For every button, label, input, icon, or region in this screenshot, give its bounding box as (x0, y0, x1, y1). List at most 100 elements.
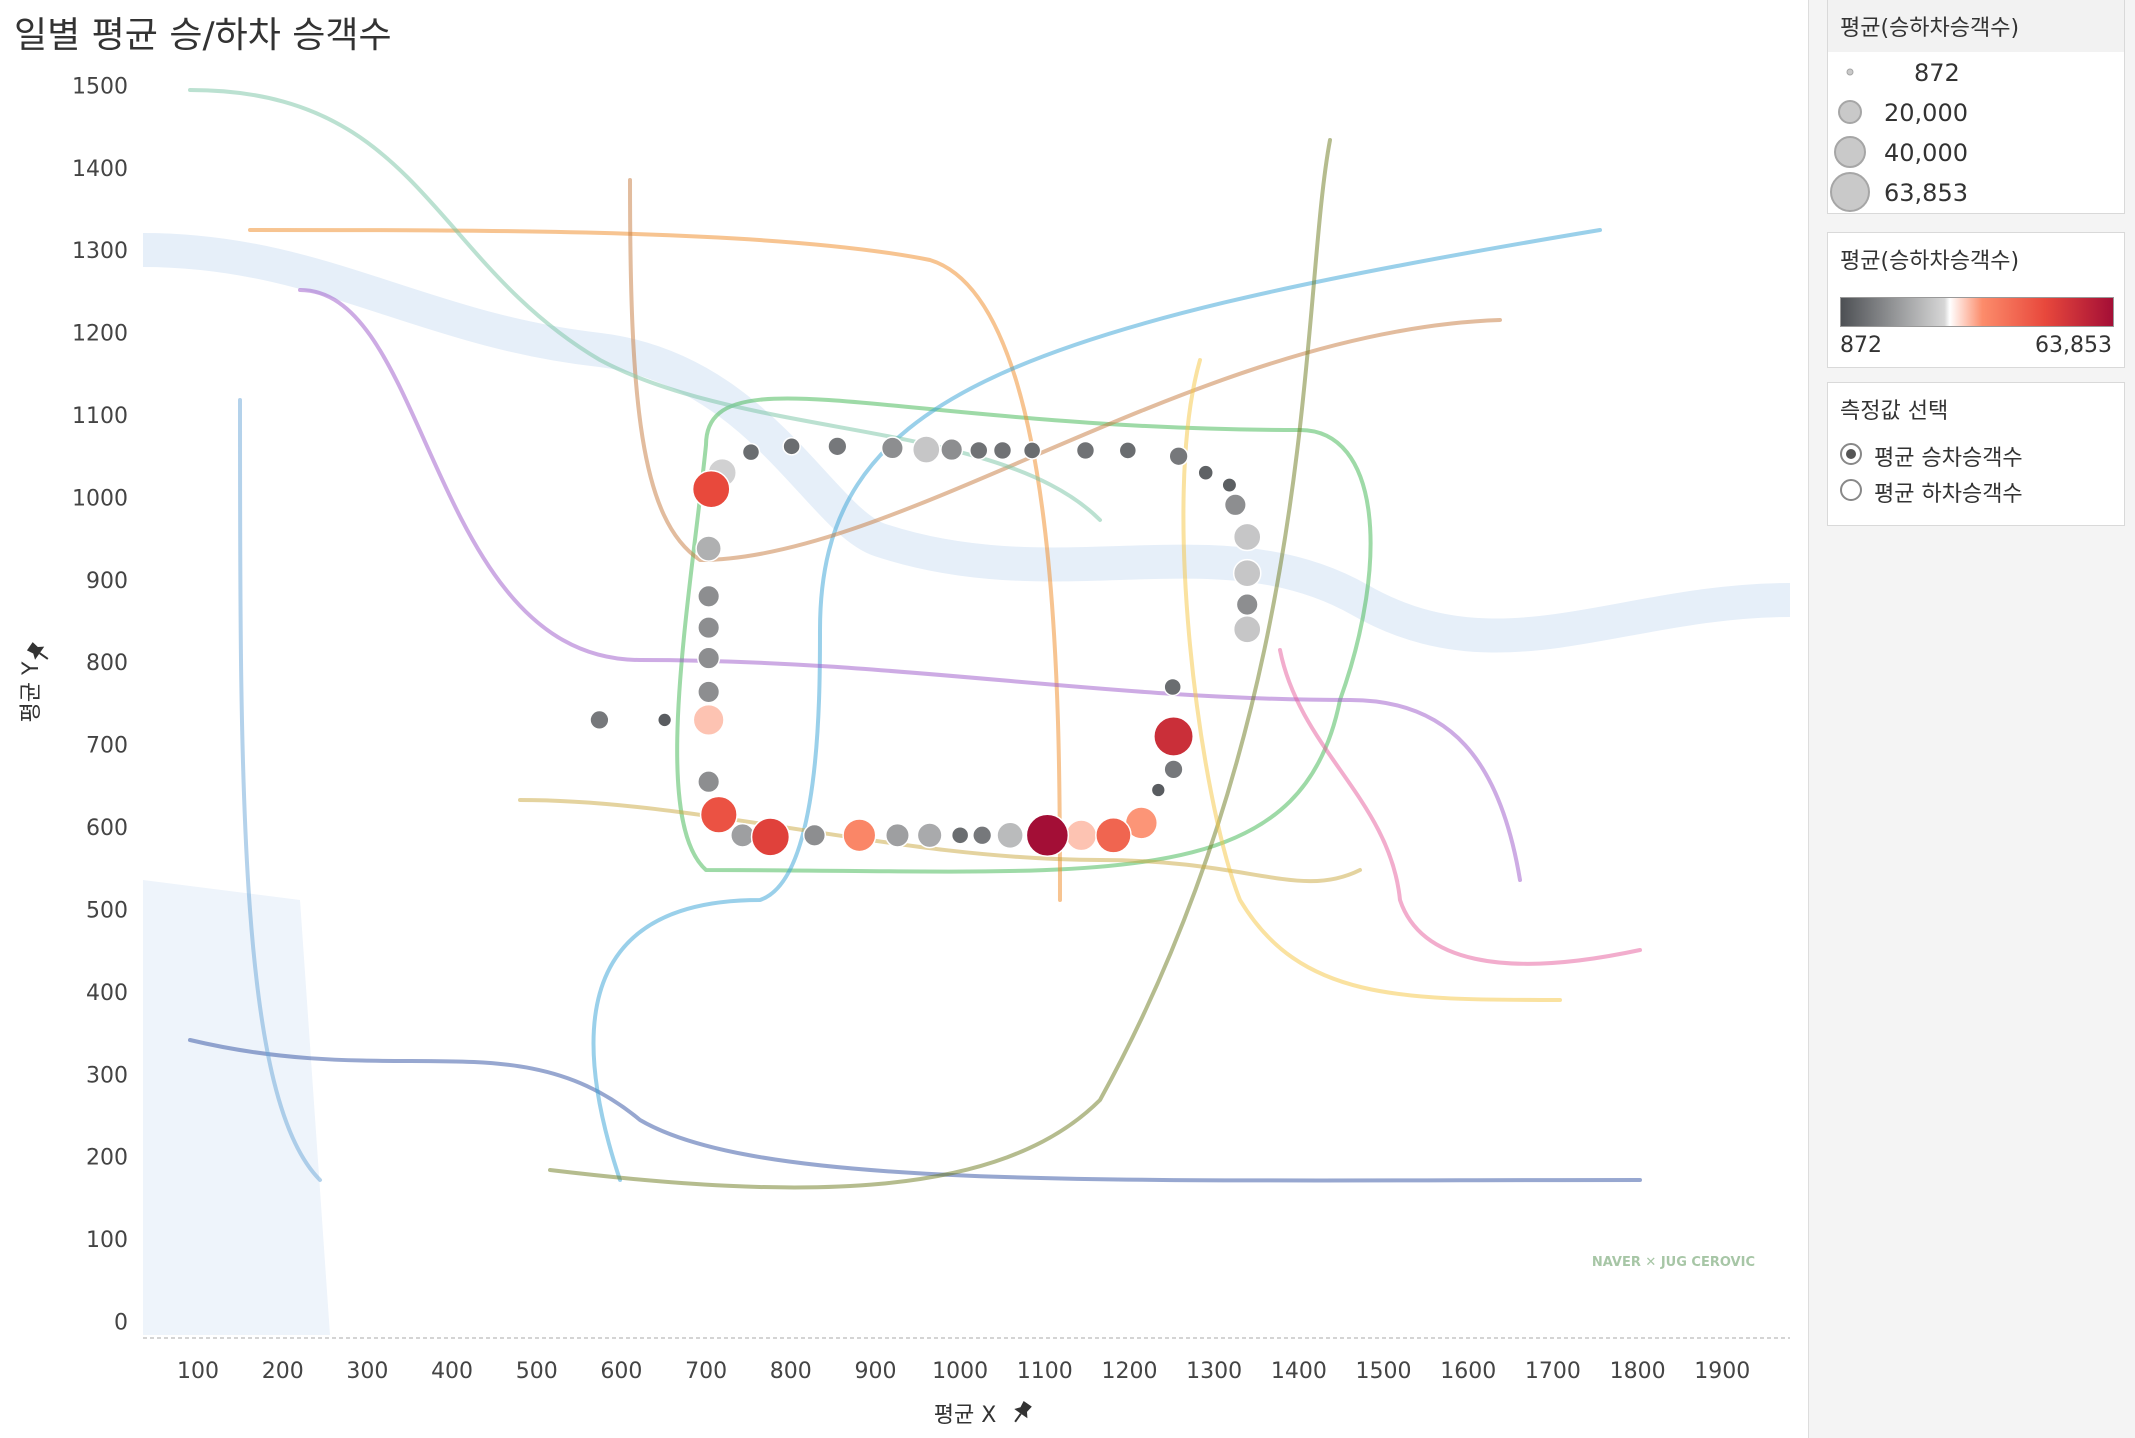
radio-label: 평균 승차승객수 (1874, 446, 2023, 471)
radio-checked-icon[interactable] (1840, 443, 1862, 465)
data-point[interactable] (692, 703, 725, 737)
coast-shape (143, 880, 330, 1335)
x-axis-pin-icon[interactable] (1009, 1399, 1035, 1426)
size-legend-dot (1834, 136, 1866, 168)
y-tick-label: 600 (86, 816, 128, 841)
color-legend-min: 872 (1840, 333, 1882, 358)
data-point[interactable] (656, 712, 673, 728)
x-tick-label: 300 (346, 1359, 388, 1384)
data-point[interactable] (842, 818, 877, 853)
data-point[interactable] (697, 616, 721, 640)
data-point[interactable] (1095, 816, 1132, 854)
y-axis-pin-icon[interactable] (25, 640, 52, 666)
data-point[interactable] (750, 817, 791, 857)
data-point[interactable] (1223, 493, 1247, 517)
data-point[interactable] (1075, 440, 1096, 461)
x-tick-label: 200 (262, 1359, 304, 1384)
line-bundang (1278, 648, 1642, 966)
data-point[interactable] (1235, 592, 1259, 617)
x-tick-label: 1800 (1610, 1359, 1666, 1384)
y-tick-label: 100 (86, 1228, 128, 1253)
data-points[interactable] (589, 435, 1262, 858)
data-point[interactable] (996, 821, 1024, 850)
size-legend-label: 63,853 (1884, 179, 1968, 207)
color-gradient-bar[interactable] (1840, 297, 2114, 327)
data-point[interactable] (699, 795, 738, 834)
data-point[interactable] (691, 469, 731, 509)
line-6 (628, 178, 1502, 562)
data-point[interactable] (697, 680, 721, 704)
size-legend: 평균(승하차승객수) 872 20,000 40,000 63,853 (1827, 0, 2125, 214)
size-legend-item[interactable]: 40,000 (1828, 132, 2124, 172)
data-point[interactable] (697, 646, 721, 670)
radio-label: 평균 하차승객수 (1874, 482, 2023, 507)
size-legend-dot (1838, 100, 1862, 124)
data-point[interactable] (802, 823, 827, 847)
data-point[interactable] (741, 442, 761, 462)
data-point[interactable] (1168, 446, 1189, 467)
data-point[interactable] (695, 535, 722, 562)
data-point[interactable] (1163, 677, 1182, 697)
data-point[interactable] (1232, 558, 1262, 588)
size-legend-title: 평균(승하차승객수) (1828, 0, 2124, 52)
x-tick-label: 100 (177, 1359, 219, 1384)
data-point[interactable] (697, 584, 721, 608)
data-point[interactable] (911, 435, 941, 464)
radio-unchecked-icon[interactable] (1840, 479, 1862, 501)
x-tick-label: 1600 (1440, 1359, 1496, 1384)
size-legend-item[interactable]: 872 (1828, 52, 2124, 92)
data-point[interactable] (730, 822, 755, 848)
y-tick-label: 1400 (72, 157, 128, 182)
data-point[interactable] (1163, 759, 1184, 780)
y-tick-label: 200 (86, 1146, 128, 1171)
data-point[interactable] (1065, 819, 1098, 852)
data-point[interactable] (1221, 477, 1238, 494)
line-7 (548, 138, 1332, 1190)
data-point[interactable] (885, 822, 910, 848)
data-point[interactable] (992, 440, 1013, 461)
line-2 (675, 396, 1373, 874)
data-point[interactable] (969, 440, 989, 461)
line-gyeongui (188, 88, 1102, 522)
data-point[interactable] (1153, 715, 1194, 757)
y-tick-label: 1100 (72, 404, 128, 429)
size-legend-item[interactable]: 63,853 (1828, 172, 2124, 212)
data-point[interactable] (697, 770, 721, 794)
data-point[interactable] (1150, 782, 1166, 798)
y-tick-label: 400 (86, 981, 128, 1006)
data-point[interactable] (1022, 441, 1042, 460)
size-legend-item[interactable]: 20,000 (1828, 92, 2124, 132)
x-tick-label: 1900 (1694, 1359, 1750, 1384)
data-point[interactable] (1232, 522, 1262, 552)
data-point[interactable] (940, 438, 964, 462)
data-point[interactable] (827, 436, 848, 457)
map-credit: NAVER ✕ JUG CEROVIC (1592, 1255, 1755, 1270)
x-tick-label: 1500 (1356, 1359, 1412, 1384)
data-point[interactable] (880, 436, 904, 460)
data-point[interactable] (1232, 614, 1262, 644)
y-tick-label: 1000 (72, 486, 128, 511)
line-5 (298, 288, 1522, 882)
data-point[interactable] (1118, 441, 1138, 460)
size-legend-dot (1846, 68, 1854, 76)
data-point[interactable] (916, 822, 943, 849)
data-point[interactable] (589, 709, 610, 731)
data-point[interactable] (950, 826, 970, 845)
size-legend-label: 20,000 (1884, 99, 1968, 127)
y-tick-label: 700 (86, 734, 128, 759)
x-tick-label: 1400 (1271, 1359, 1327, 1384)
measure-select-panel: 측정값 선택 평균 승차승객수 평균 하차승객수 (1827, 382, 2125, 526)
data-point[interactable] (972, 825, 993, 846)
data-point[interactable] (1197, 464, 1214, 481)
radio-option-boarding[interactable]: 평균 승차승객수 (1828, 435, 2124, 471)
radio-option-alighting[interactable]: 평균 하차승객수 (1828, 471, 2124, 507)
measure-select-title: 측정값 선택 (1840, 399, 1949, 424)
line-9 (518, 798, 1362, 884)
data-point[interactable] (1025, 813, 1070, 858)
data-point[interactable] (782, 437, 801, 456)
color-legend-max: 63,853 (2035, 333, 2112, 358)
size-legend-label: 40,000 (1884, 139, 1968, 167)
size-legend-label: 872 (1914, 59, 1960, 87)
